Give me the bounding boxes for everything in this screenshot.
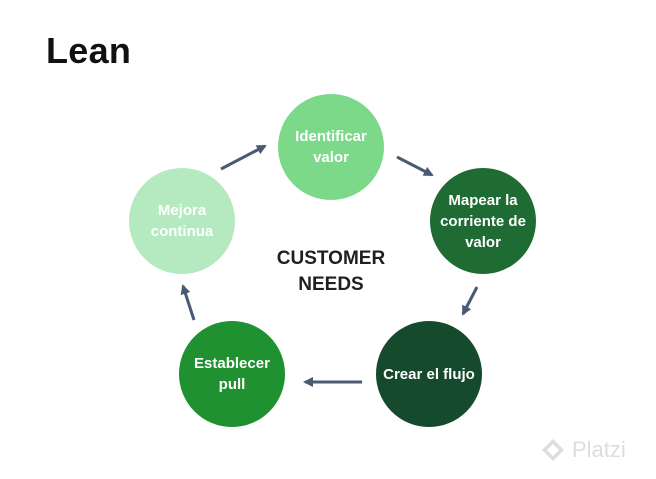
node-mejora-continua: Mejora continua [129,168,235,274]
node-label-line: Identificar [295,128,367,145]
node-mapear-corriente-de-valor: Mapear la corriente de valor [430,168,536,274]
arrow-establecer-to-mejora [180,284,196,321]
node-label-line: valor [465,233,501,251]
node-label-line: continua [150,223,214,240]
node-label-line: Crear el flujo [383,365,475,383]
node-establecer-pull: Establecer pull [179,321,285,427]
node-label-line: valor [313,149,349,166]
node-label-line: pull [218,376,246,393]
arrow-mapear-to-crear [461,286,479,316]
node-label-line: Mejora [157,202,207,219]
center-label-line2: NEEDS [298,274,364,295]
platzi-logo-icon [542,439,564,461]
watermark-text: Platzi [572,437,626,462]
customer-needs-label: CUSTOMER NEEDS [256,246,406,298]
node-identificar-valor: Identificar valor [278,94,384,200]
node-crear-el-flujo: Crear el flujo [376,321,482,427]
arrow-identificar-to-mapear [396,155,434,177]
platzi-watermark: Platzi [540,437,626,463]
node-label-line: Establecer [194,355,270,372]
center-label-line1: CUSTOMER [276,248,386,269]
node-label-line: Mapear la [448,191,518,209]
page-title: Lean [46,30,132,71]
arrow-mejora-to-identificar [220,144,267,171]
node-label-line: corriente de [440,212,526,230]
